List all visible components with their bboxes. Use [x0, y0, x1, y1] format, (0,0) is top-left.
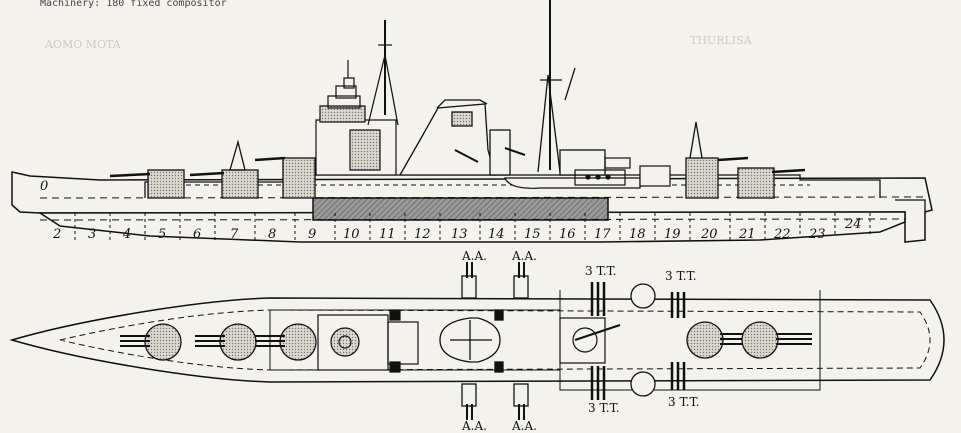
armor-belt: [312, 197, 609, 221]
compartment-number: 12: [414, 227, 431, 242]
turret-b-profile: [189, 139, 259, 199]
compartment-number: 19: [664, 227, 681, 242]
plan-turret-e: [741, 321, 812, 359]
compartment-number: 2: [52, 227, 61, 242]
tt-label-1: 3 T.T.: [585, 264, 617, 278]
ghost-text-left: AOMO MOTA: [44, 38, 122, 51]
compartment-number: 20: [700, 227, 718, 242]
compartment-number: 9: [308, 227, 316, 242]
plan-catapult: [559, 317, 621, 364]
plan-funnel: [439, 309, 504, 373]
compartment-number: 3: [88, 227, 96, 242]
compartment-number: 10: [343, 227, 360, 242]
ghost-text-right: THURLISA: [690, 34, 753, 47]
compartment-number: 8: [268, 227, 276, 242]
compartment-number: 4: [122, 227, 131, 242]
main-mast: [537, 0, 606, 176]
turret-e-profile: [737, 167, 806, 199]
compartment-number: 11: [379, 227, 396, 242]
tt-label-4: 3 T.T.: [668, 395, 700, 409]
turret-c-profile: [254, 156, 316, 199]
top-caption: Machinery: 180 fixed compositor: [40, 0, 227, 9]
aft-superstructure: [504, 157, 671, 189]
plan-turret-c: [255, 323, 317, 361]
aa-label-2: A.A.: [511, 249, 537, 263]
aa-label-1: A.A.: [461, 249, 487, 263]
plan-turret-b: [195, 323, 257, 361]
compartment-number: 18: [629, 227, 646, 242]
compartment-number: 23: [808, 227, 826, 242]
compartment-number: 7: [230, 227, 239, 242]
compartment-number: 16: [559, 227, 576, 242]
aa-label-4: A.A.: [511, 419, 537, 433]
turret-a-profile: [109, 169, 185, 199]
plan-view: [9, 262, 945, 420]
bridge-tower: [315, 20, 399, 176]
funnel-profile: [398, 99, 526, 176]
plan-torpedo-tubes: [590, 282, 686, 400]
compartment-number: 6: [193, 227, 201, 242]
plan-bridge: [317, 309, 419, 373]
compartment-number: 14: [488, 227, 505, 242]
plan-turret-a: [120, 323, 182, 361]
profile-view: [11, 0, 933, 243]
compartment-number: 22: [773, 227, 791, 242]
tt-label-2: 3 T.T.: [665, 269, 697, 283]
compartment-number: 13: [451, 227, 468, 242]
tt-label-3: 3 T.T.: [588, 401, 620, 415]
compartment-number: 15: [524, 227, 541, 242]
compartment-number: 5: [158, 227, 166, 242]
aa-label-3: A.A.: [461, 419, 487, 433]
plan-aa-mounts: [461, 262, 529, 420]
compartment-number: 21: [738, 227, 756, 242]
compartment-number: 17: [594, 227, 611, 242]
compartment-number: 24: [844, 217, 862, 232]
bow-number: 0: [40, 179, 48, 194]
turret-d-profile: [685, 121, 749, 199]
